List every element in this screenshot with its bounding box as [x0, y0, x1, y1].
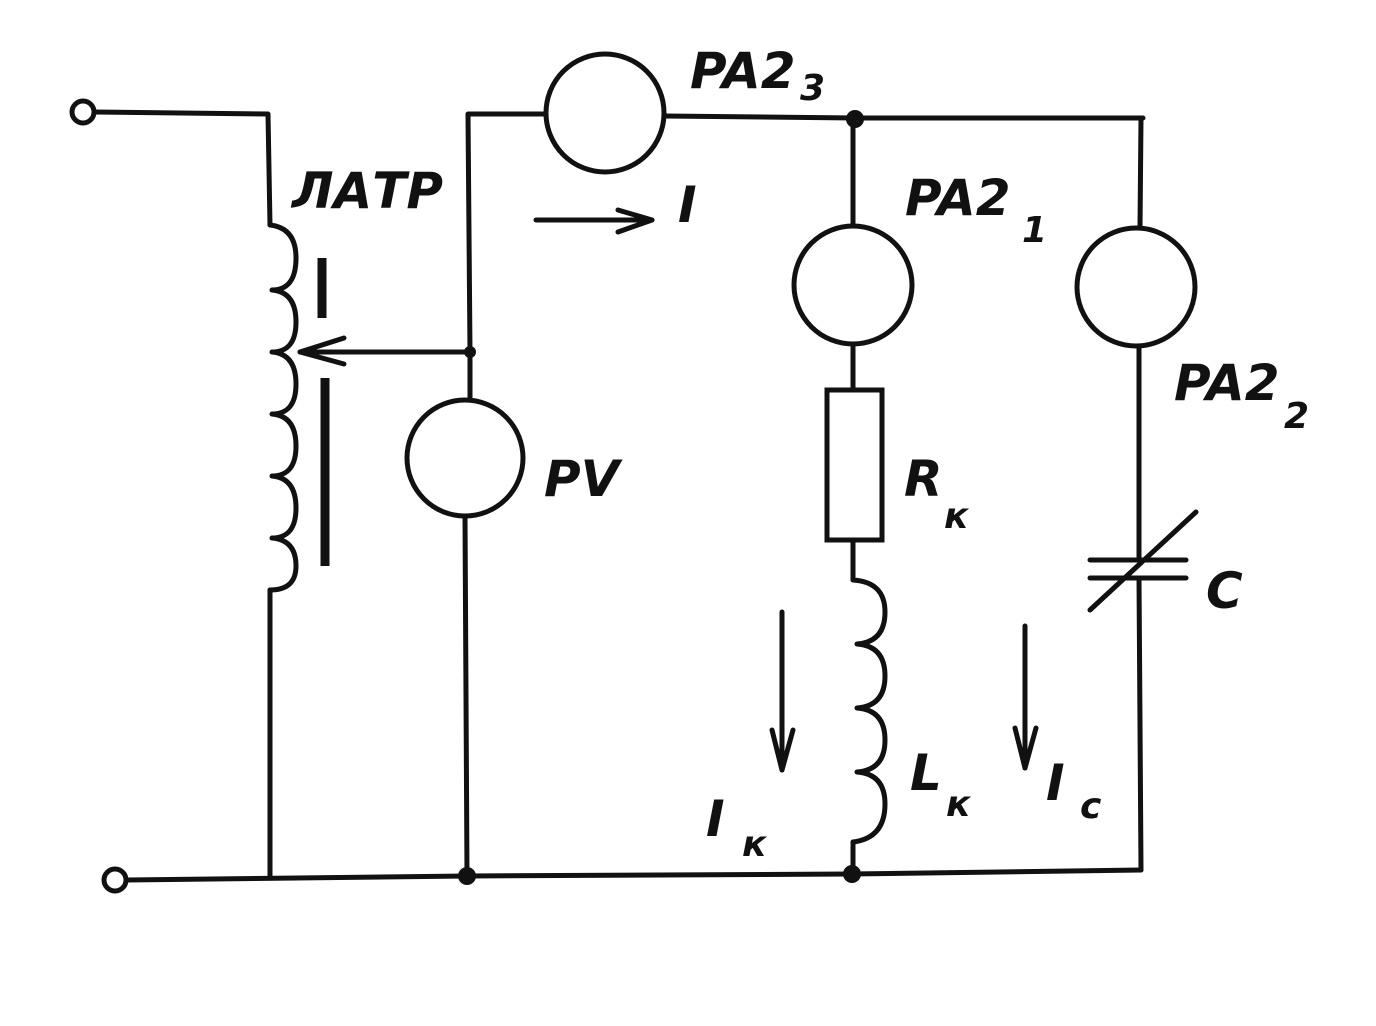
label-ic: I — [1046, 754, 1065, 812]
ammeter-pa2-3 — [543, 51, 667, 175]
label-pv: PV — [544, 450, 623, 508]
label-ik: I — [706, 790, 725, 848]
ammeter-pa2-2 — [1074, 225, 1198, 349]
autotransformer-coil — [267, 222, 299, 593]
voltmeter-pv — [404, 397, 526, 519]
label-rk: R — [904, 450, 943, 508]
input-terminal-bottom — [101, 866, 129, 894]
top-rail-wire — [661, 113, 1146, 121]
current-ik-arrowhead — [769, 727, 796, 773]
input-terminal-top — [69, 98, 97, 126]
left-branch-upper-wire — [465, 111, 551, 355]
slider-arrowhead — [297, 335, 347, 367]
current-ic-arrowhead — [1012, 725, 1039, 771]
inductor-lk — [850, 577, 888, 845]
label-pa2-2: PA2 — [1174, 354, 1280, 412]
ammeter-pa2-1 — [791, 223, 915, 347]
label-c: C — [1206, 562, 1243, 620]
capacitor-variable-slash — [1087, 509, 1199, 613]
pv-lower-wire — [462, 513, 470, 879]
label-lk: L — [910, 744, 942, 802]
top-input-wire — [91, 109, 273, 228]
right-branch-bottom-wire — [1136, 575, 1144, 873]
label-ik-subscript: к — [742, 824, 768, 865]
label-pa2-3: PA2 — [690, 42, 796, 100]
label-pa2-1: PA2 — [905, 169, 1011, 227]
label-pa2-3-subscript: 3 — [800, 68, 825, 109]
bottom-rail-wire — [123, 867, 1144, 883]
label-rk-subscript: к — [944, 496, 970, 537]
current-i-arrowhead — [615, 207, 655, 235]
label-current-i: I — [678, 176, 697, 234]
label-pa2-2-subscript: 2 — [1284, 396, 1309, 437]
label-pa2-1-subscript: 1 — [1022, 210, 1047, 251]
label-latr: ЛАТР — [290, 162, 443, 220]
label-ic-subscript: с — [1080, 786, 1101, 827]
label-lk-subscript: к — [946, 784, 972, 825]
resistor-rk — [824, 387, 885, 543]
right-branch-top-wire — [1137, 115, 1144, 231]
bottom-right-junction-node — [843, 865, 861, 883]
